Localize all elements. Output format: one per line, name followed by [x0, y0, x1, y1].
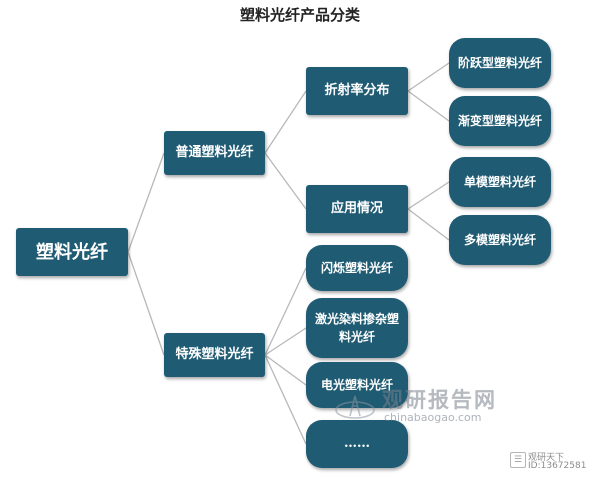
edge-special-flashing: [264, 267, 307, 356]
node-laser-dye: 激光染料掺杂塑料光纤: [306, 298, 408, 358]
edge-refractive-graded: [407, 90, 450, 122]
node-flashing: 闪烁塑料光纤: [306, 245, 408, 291]
node-step-index: 阶跃型塑料光纤: [449, 38, 551, 88]
edge-special-electro: [264, 354, 307, 386]
edge-application-multi: [407, 208, 450, 241]
edge-ordinary-refractive: [264, 90, 307, 154]
edge-application-single: [407, 181, 450, 210]
node-special: 特殊塑料光纤: [164, 333, 265, 377]
edge-root-ordinary: [127, 152, 165, 253]
watermark-badge-id: ID:13672581: [528, 461, 587, 471]
node-more: ……: [306, 420, 408, 468]
diagram-title: 塑料光纤产品分类: [239, 6, 360, 24]
edge-refractive-step: [407, 62, 450, 92]
node-single-mode: 单模塑料光纤: [449, 157, 551, 207]
node-ordinary: 普通塑料光纤: [164, 131, 265, 175]
node-root: 塑料光纤: [16, 228, 128, 276]
edge-root-special: [127, 251, 165, 356]
watermark-brand: 观研报告网: [382, 388, 497, 412]
edge-special-more: [264, 354, 307, 445]
badge-icon: ☰: [510, 452, 526, 468]
watermark-url: chinabaogao.com: [384, 411, 482, 424]
edge-special-laser: [264, 327, 307, 356]
edge-ordinary-application: [264, 152, 307, 210]
node-refractive-index: 折射率分布: [306, 67, 408, 115]
node-graded-index: 渐变型塑料光纤: [449, 96, 551, 146]
node-electro-optic: 电光塑料光纤: [306, 362, 408, 408]
node-multi-mode: 多模塑料光纤: [449, 215, 551, 265]
watermark-badge-name: 观研天下: [528, 453, 565, 463]
tower-logo-icon: [335, 395, 375, 419]
node-application: 应用情况: [306, 185, 408, 233]
